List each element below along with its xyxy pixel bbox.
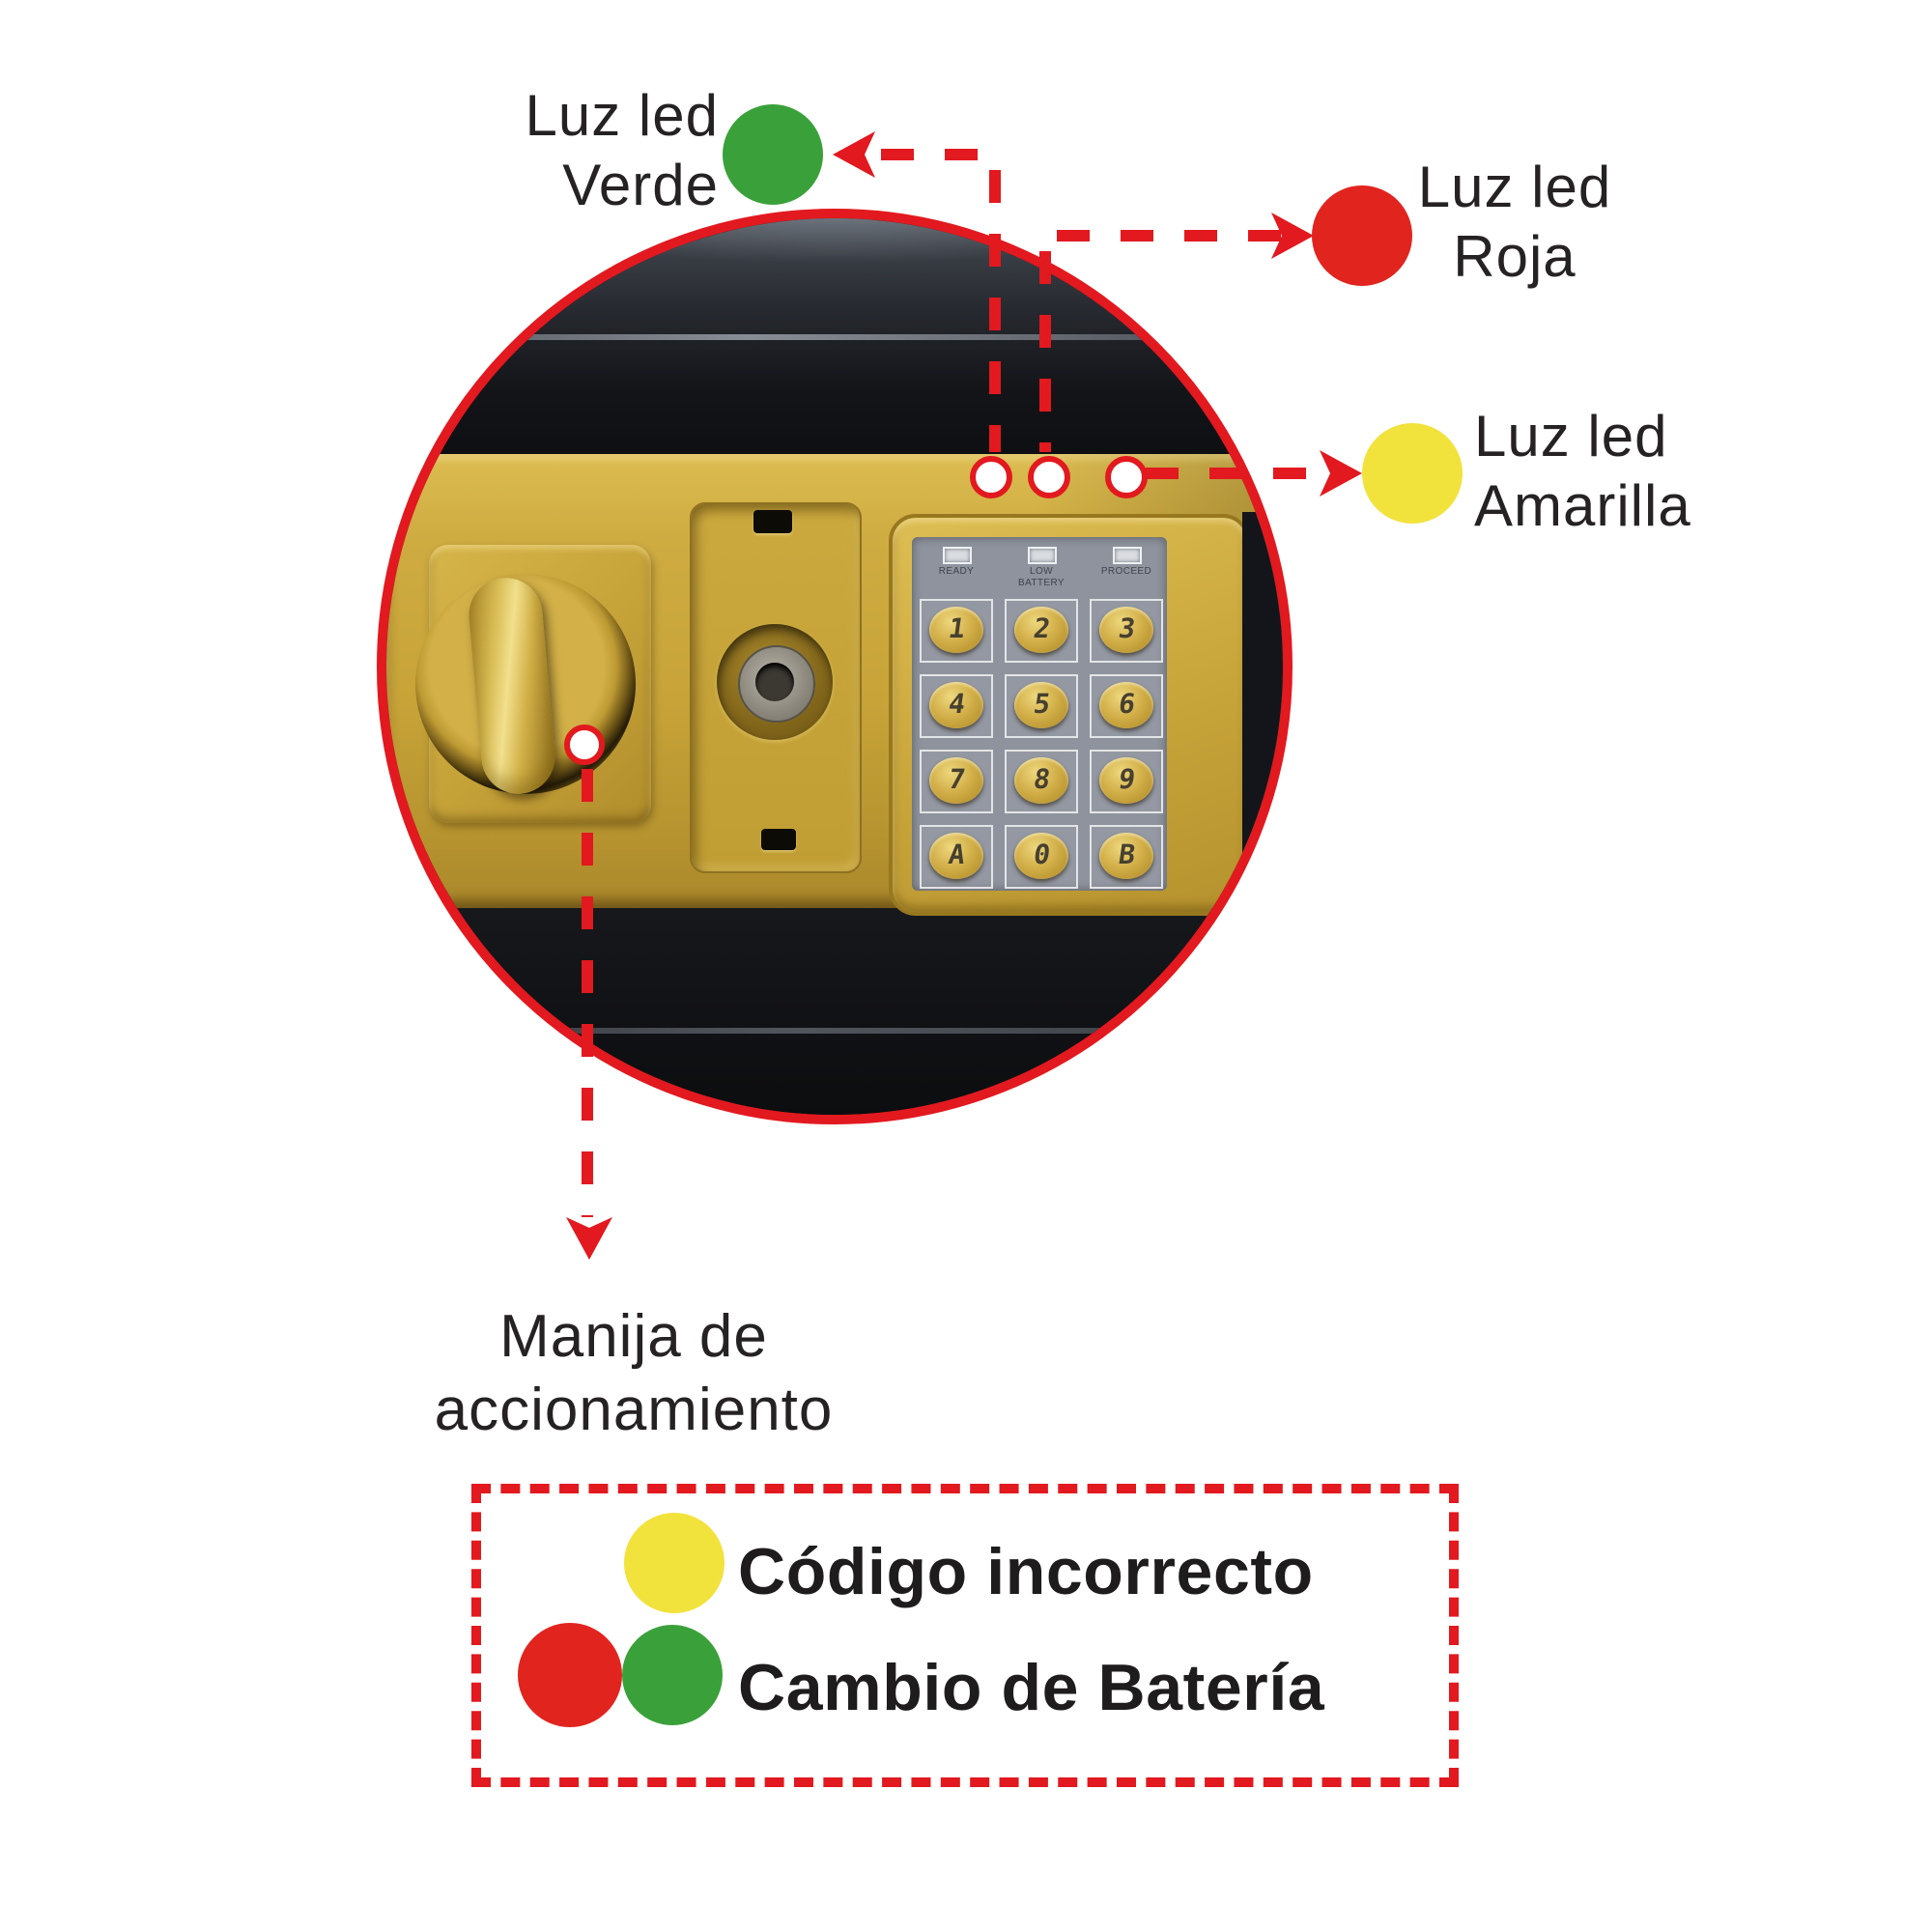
keyhole-core (755, 663, 794, 701)
legend-box: Código incorrecto Cambio de Batería (471, 1484, 1459, 1787)
led-proceed-dot (1105, 456, 1148, 498)
keypad-key-0: 0 (1005, 825, 1078, 889)
indicator-label: PROCEED (1100, 566, 1152, 578)
label-manija-line2: accionamiento (434, 1376, 834, 1443)
keypad-key-9: 9 (1090, 750, 1163, 813)
indicator-window (942, 547, 971, 564)
label-luz-led-amarilla-line1: Luz led (1474, 406, 1668, 469)
label-luz-led-verde-line2: Verde (562, 155, 719, 218)
keypad-key-8: 8 (1005, 750, 1078, 813)
lock-slot-bottom (761, 829, 796, 850)
keypad-key-2: 2 (1005, 599, 1078, 663)
label-luz-led-amarilla: Luz led Amarilla (1474, 404, 1899, 543)
keypad-key-button-4: 4 (929, 681, 983, 727)
label-luz-led-verde: Luz led Verde (290, 83, 719, 222)
door-seam-top (386, 334, 1283, 340)
keypad-key-button-7: 7 (929, 756, 983, 803)
legend-green-dot (622, 1625, 723, 1725)
label-luz-led-roja-line2: Roja (1453, 226, 1577, 290)
label-manija-line1: Manija de (499, 1302, 768, 1370)
keypad-key-5: 5 (1005, 674, 1078, 738)
indicator-ready: READY (914, 547, 999, 579)
safe-door-bottom (386, 908, 1283, 1115)
led-ready-dot (970, 456, 1012, 498)
label-luz-led-amarilla-line2: Amarilla (1474, 475, 1691, 539)
keypad-key-button-8: 8 (1014, 756, 1068, 803)
keypad-key-4: 4 (920, 674, 993, 738)
arrowhead-down-handle (566, 1217, 612, 1260)
indicator-window (1027, 547, 1056, 564)
keypad-key-7: 7 (920, 750, 993, 813)
indicator-proceed: PROCEED (1084, 547, 1169, 579)
indicator-low-battery: LOW BATTERY (999, 547, 1084, 589)
keypad-key-button-9: 9 (1099, 756, 1153, 803)
door-seam-bottom (386, 1028, 1283, 1034)
legend-row-battery-change: Cambio de Batería (738, 1652, 1325, 1725)
door-area-right-of-keypad (1242, 512, 1283, 908)
keypad-key-button-2: 2 (1014, 606, 1068, 652)
legend-yellow-dot (624, 1513, 724, 1613)
label-luz-led-roja-line1: Luz led (1417, 156, 1612, 220)
indicator-window (1112, 547, 1141, 564)
green-led-dot (723, 104, 823, 205)
legend-red-dot (518, 1623, 622, 1727)
red-led-dot (1312, 185, 1412, 286)
label-luz-led-roja: Luz led Roja (1360, 155, 1669, 294)
keypad-key-button-3: 3 (1099, 606, 1153, 652)
legend-row-incorrect-code: Código incorrecto (738, 1536, 1314, 1609)
indicator-label: LOW BATTERY (1018, 566, 1065, 588)
yellow-led-dot (1362, 423, 1463, 524)
keypad-key-6: 6 (1090, 674, 1163, 738)
keypad-key-button-A: A (929, 832, 983, 878)
label-luz-led-verde-line1: Luz led (525, 85, 719, 149)
keypad-key-button-0: 0 (1014, 832, 1068, 878)
keypad-key-button-1: 1 (929, 606, 983, 652)
keypad-key-button-B: B (1099, 832, 1153, 878)
keypad-key-A: A (920, 825, 993, 889)
indicator-label: READY (938, 566, 975, 578)
keypad-key-B: B (1090, 825, 1163, 889)
handle-marker-dot (564, 724, 605, 765)
safe-door-top (386, 218, 1283, 454)
label-manija: Manija de accionamiento (402, 1300, 866, 1447)
led-low-battery-dot (1028, 456, 1070, 498)
keypad-key-button-5: 5 (1014, 681, 1068, 727)
lock-slot-top (753, 510, 792, 533)
keypad-key-3: 3 (1090, 599, 1163, 663)
keypad-key-button-6: 6 (1099, 681, 1153, 727)
arrowhead-left-green (833, 131, 875, 178)
keypad-key-1: 1 (920, 599, 993, 663)
arrowhead-right-yellow (1320, 450, 1362, 497)
